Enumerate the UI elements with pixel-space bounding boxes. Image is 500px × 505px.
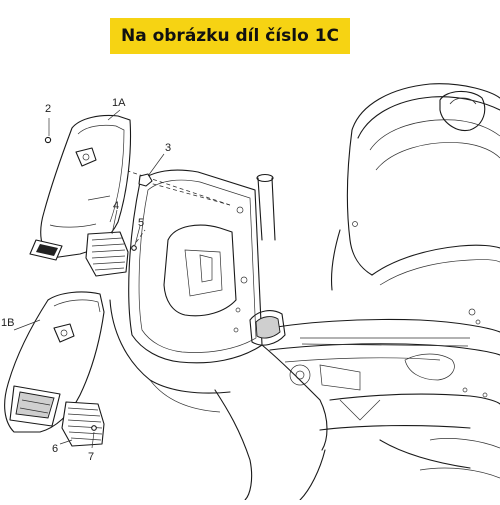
- assembly-lines: [79, 154, 231, 249]
- callout-7: 7: [88, 451, 94, 463]
- fasteners: [44, 136, 153, 431]
- part-4-grille: [85, 231, 129, 277]
- callout-5: 5: [138, 217, 144, 229]
- callout-3: 3: [165, 142, 171, 154]
- leg-shield: [109, 169, 328, 501]
- part-6-grille: [61, 401, 105, 447]
- part-1a-cover: [29, 114, 132, 261]
- part-1b-cover: [4, 291, 105, 433]
- scooter-frame: [259, 83, 500, 479]
- callout-6: 6: [52, 443, 58, 455]
- clip-3: [138, 173, 153, 187]
- part-number-banner: Na obrázku díl číslo 1C: [110, 18, 350, 54]
- screw-5: [131, 245, 137, 251]
- screw-2: [44, 136, 52, 144]
- leader-lines: [13, 109, 165, 449]
- banner-text: Na obrázku díl číslo 1C: [120, 26, 340, 46]
- callout-labels: 2 1A 3 4 5 1B 6 7: [1, 97, 171, 463]
- callout-4: 4: [113, 200, 119, 212]
- callout-2: 2: [45, 103, 51, 115]
- callout-1b: 1B: [1, 317, 14, 329]
- screw-7: [91, 425, 97, 431]
- callout-1a: 1A: [112, 97, 126, 109]
